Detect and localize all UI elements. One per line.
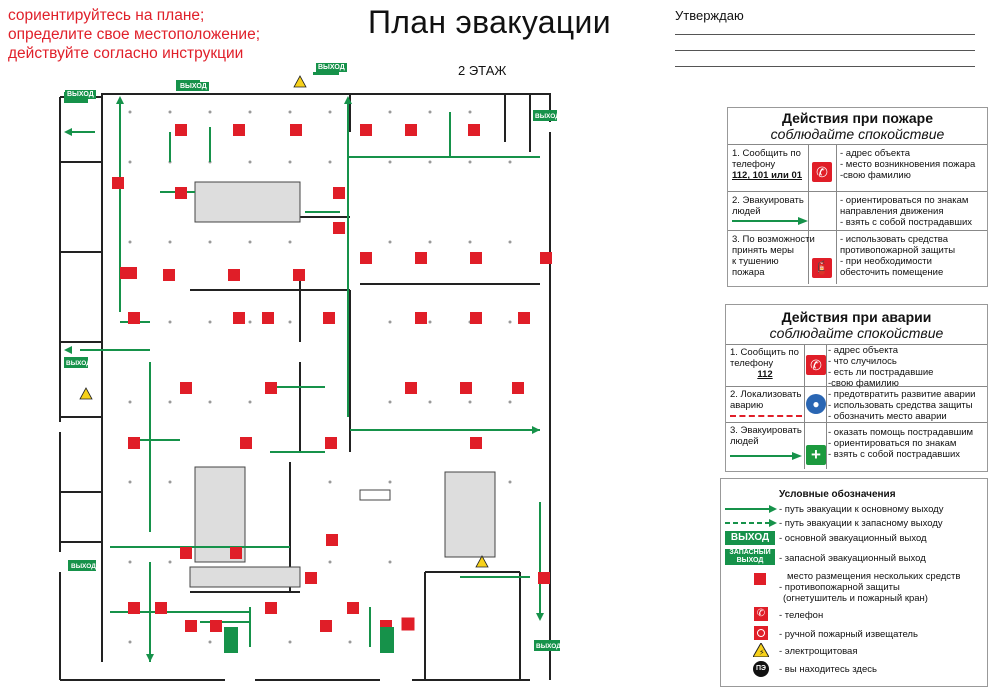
accident-row1-left: 1. Сообщить по телефону 112 [730,347,799,380]
accident-row2-left: 2. Локализовать аварию [730,389,802,411]
plan-exit-label-3: ВЫХОД [65,90,96,99]
legend-protection-line2: - противопожарной защиты [779,582,900,593]
approve-label: Утверждаю [675,8,744,23]
fire-protection-points [112,124,552,632]
fire-actions-box: Действия при пожаре соблюдайте спокойств… [727,107,988,287]
instruction-line-2: определите свое местоположение; [8,26,261,43]
svg-text:ВЫХОД: ВЫХОД [71,563,96,570]
dashed-marker-line [730,415,802,417]
electric-panel-icon: ⚡ [753,643,769,657]
legend-electric-panel: - электрощитовая [779,646,858,657]
phone-icon: ✆ [812,162,832,182]
fire-box-title: Действия при пожаре [782,110,933,126]
you-are-here-icon: ПЭ [753,661,769,677]
accident-row3-left: 3. Эвакуировать людей [730,425,802,447]
legend-protection-line1: место размещения нескольких средств [787,571,961,582]
approve-line-1 [675,34,975,35]
accident-row1-right: - адрес объекта - что случилось - есть л… [828,345,934,389]
accident-box-title: Действия при аварии [781,309,932,325]
green-arrow-icon [732,217,808,225]
approve-line-2 [675,50,975,51]
extinguisher-icon: 🧯 [812,258,832,278]
legend-you-are-here: - вы находитесь здесь [779,664,877,675]
legend-title: Условные обозначения [779,489,896,500]
electric-panel-icons [79,75,489,568]
accident-row3-right: - оказать помощь пострадавшим - ориентир… [828,427,974,460]
main-route-icon [725,505,777,513]
fire-row3-right: - использовать средства противопожарной … [840,234,956,278]
green-arrow-icon [730,452,802,460]
instruction-line-1: сориентируйтесь на плане; [8,7,205,24]
spare-route-icon [725,519,777,527]
main-exit-icon: ВЫХОД [725,531,775,545]
evacuation-arrowheads [64,96,544,662]
fire-row2-right: - ориентироваться по знакам направления … [840,195,973,228]
legend-main-exit: - основной эвакуационный выход [779,533,927,544]
svg-text:⚡: ⚡ [759,648,765,657]
spare-exit-icon: ЗАПАСНЫЙ ВЫХОД [725,549,775,565]
legend-phone-icon: ✆ [754,607,768,621]
accident-actions-box: Действия при аварии соблюдайте спокойств… [725,304,988,472]
plan-escalators [189,181,496,588]
fire-alarm-icon [754,626,768,640]
approve-line-3 [675,66,975,67]
plan-exit-label: ВЫХОД [316,63,347,72]
legend-box: Условные обозначения - путь эвакуации к … [720,478,988,687]
instruction-line-3: действуйте согласно инструкции [8,45,244,62]
plan-walls [59,93,551,681]
plan-exit-label-2: ВЫХОД [178,82,209,91]
fire-row3-left: 3. По возможности принять меры к тушению… [732,234,815,278]
fire-box-subtitle: соблюдайте спокойствие [770,126,945,142]
legend-fire-alarm: - ручной пожарный извещатель [779,629,918,640]
legend-spare-exit: - запасной эвакуационный выход [779,553,926,564]
floor-plan: ВЫХОД ВЫХОД ВЫХОД ВЫХОД ВЫХОД [59,72,561,681]
legend-phone: - телефон [779,610,824,621]
svg-text:ВЫХОД: ВЫХОД [536,643,561,650]
floor-label: 2 ЭТАЖ [458,63,507,78]
fire-row1-right: - адрес объекта - место возникновения по… [840,148,976,181]
legend-spare-route: - путь эвакуации к запасному выходу [779,518,943,529]
plan-phone-icon [402,618,414,630]
legend-main-route: - путь эвакуации к основному выходу [779,504,944,515]
page-title: План эвакуации [368,4,611,40]
phone-icon: ✆ [806,355,826,375]
protection-icon: ● [806,394,826,414]
legend-protection-line3: (огнетушитель и пожарный кран) [783,593,928,604]
fire-protection-icon [754,573,766,585]
svg-text:ВЫХОД: ВЫХОД [66,360,91,367]
plan-columns [128,110,512,644]
fire-row1-left: 1. Сообщить по телефону 112, 101 или 01 [732,148,803,181]
instruction-note: сориентируйтесь на плане; определите сво… [8,6,260,63]
accident-row2-right: - предотвратить развитие аварии - исполь… [828,389,976,422]
fire-row2-left: 2. Эвакуировать людей [732,195,804,217]
first-aid-icon: + [806,445,826,465]
accident-box-subtitle: соблюдайте спокойствие [769,325,944,341]
svg-text:ВЫХОД: ВЫХОД [535,113,560,120]
